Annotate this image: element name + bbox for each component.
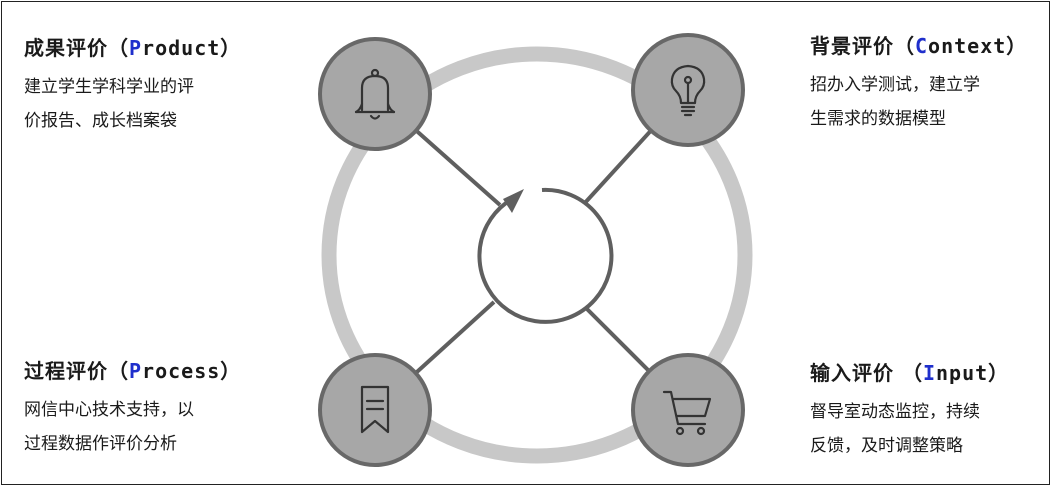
title-english: rocess） xyxy=(142,359,242,383)
lightbulb-icon xyxy=(670,64,706,117)
center-cycle-icon xyxy=(477,187,614,324)
context-evaluation-title: 背景评价（Context） xyxy=(810,32,1027,60)
desc-line-2: 价报告、成长档案袋 xyxy=(24,111,177,131)
bell-icon xyxy=(354,68,396,120)
input-node xyxy=(631,353,745,467)
title-text: 背景评价（ xyxy=(810,34,915,58)
title-initial-letter: I xyxy=(922,361,937,385)
product-evaluation-desc: 建立学生学科学业的评 价报告、成长档案袋 xyxy=(24,70,241,138)
outer-ring xyxy=(321,46,753,464)
context-evaluation-block: 背景评价（Context） 招办入学测试，建立学 生需求的数据模型 xyxy=(810,32,1027,136)
context-node xyxy=(631,33,745,147)
desc-line-1: 建立学生学科学业的评 xyxy=(24,77,194,97)
shopping-cart-icon xyxy=(662,390,712,436)
desc-line-2: 生需求的数据模型 xyxy=(810,109,946,129)
context-evaluation-desc: 招办入学测试，建立学 生需求的数据模型 xyxy=(810,68,1027,136)
process-evaluation-desc: 网信中心技术支持，以 过程数据作评价分析 xyxy=(24,393,241,461)
desc-line-2: 过程数据作评价分析 xyxy=(24,434,177,454)
product-node xyxy=(318,37,432,151)
input-evaluation-desc: 督导室动态监控，持续 反馈，及时调整策略 xyxy=(810,395,1009,463)
title-english: nput） xyxy=(936,361,1010,385)
bookmark-icon xyxy=(360,385,390,434)
desc-line-1: 督导室动态监控，持续 xyxy=(810,402,980,422)
desc-line-2: 反馈，及时调整策略 xyxy=(810,436,963,456)
title-initial-letter: C xyxy=(915,34,929,58)
input-evaluation-block: 输入评价 （Input） 督导室动态监控，持续 反馈，及时调整策略 xyxy=(810,359,1009,463)
process-evaluation-title: 过程评价（Process） xyxy=(24,357,241,385)
desc-line-1: 招办入学测试，建立学 xyxy=(810,75,980,95)
process-evaluation-block: 过程评价（Process） 网信中心技术支持，以 过程数据作评价分析 xyxy=(24,357,241,461)
input-evaluation-title: 输入评价 （Input） xyxy=(810,359,1009,387)
title-text: 过程评价（ xyxy=(24,359,129,383)
product-evaluation-block: 成果评价（Product） 建立学生学科学业的评 价报告、成长档案袋 xyxy=(24,34,241,138)
title-english: roduct） xyxy=(142,36,242,60)
product-evaluation-title: 成果评价（Product） xyxy=(24,34,241,62)
title-text: 输入评价 （ xyxy=(810,361,923,385)
title-text: 成果评价（ xyxy=(24,36,129,60)
title-initial-letter: P xyxy=(129,359,143,383)
desc-line-1: 网信中心技术支持，以 xyxy=(24,400,194,420)
title-english: ontext） xyxy=(928,34,1028,58)
process-node xyxy=(318,353,432,467)
title-initial-letter: P xyxy=(129,36,143,60)
